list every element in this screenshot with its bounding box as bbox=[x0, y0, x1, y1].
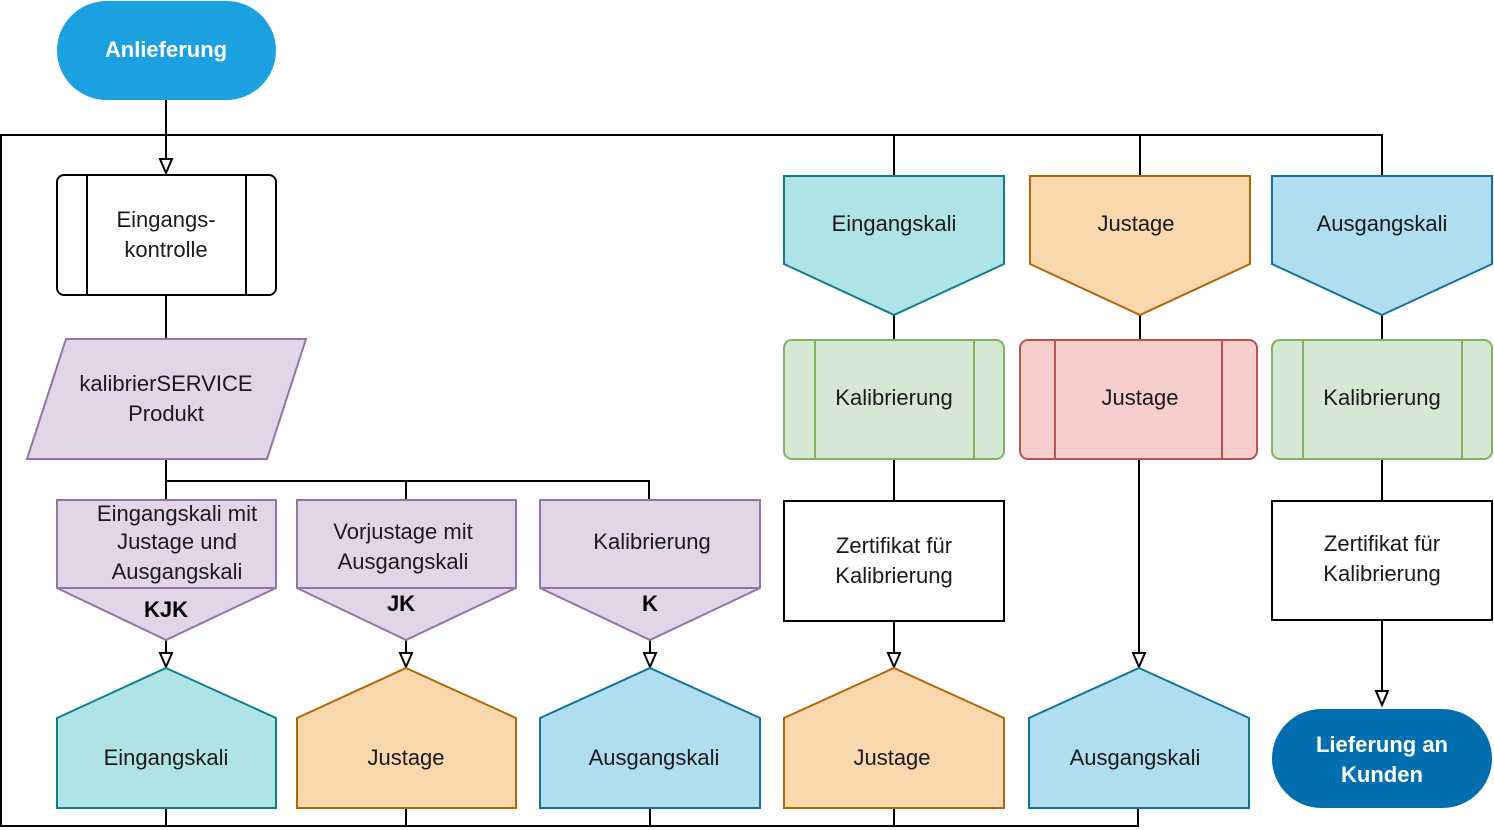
connector-produkt-branch bbox=[165, 459, 650, 500]
justage-process[interactable]: Justage bbox=[1019, 339, 1258, 460]
end-terminator[interactable]: Lieferung an Kunden bbox=[1272, 709, 1492, 808]
produkt-label-line1: kalibrierSERVICE bbox=[79, 371, 252, 396]
zertifikat-1-label-line2: Kalibrierung bbox=[835, 563, 952, 588]
kalibrierung-process-2[interactable]: Kalibrierung bbox=[1271, 339, 1493, 460]
arrowhead bbox=[1131, 652, 1147, 670]
offpage-eingangskali-out-label: Eingangskali bbox=[104, 745, 229, 770]
option-kjk[interactable]: Eingangskali mit Justage und Ausgangskal… bbox=[56, 499, 277, 642]
arrowheads bbox=[158, 158, 1390, 708]
jk-label-line2: Ausgangskali bbox=[338, 549, 469, 574]
arrowhead bbox=[158, 158, 174, 176]
offpage-justage-in[interactable]: Justage bbox=[1029, 175, 1251, 317]
offpage-eingangskali-out[interactable]: Eingangskali bbox=[56, 666, 277, 809]
zertifikat-2-label-line2: Kalibrierung bbox=[1323, 561, 1440, 586]
kjk-label-line3: Ausgangskali bbox=[112, 559, 243, 584]
arrowhead bbox=[886, 652, 902, 670]
zertifikat-box-1[interactable]: Zertifikat für Kalibrierung bbox=[783, 500, 1005, 622]
offpage-justage-in-label: Justage bbox=[1097, 211, 1174, 236]
arrowhead bbox=[642, 652, 658, 670]
offpage-justage-out-2[interactable]: Justage bbox=[783, 666, 1005, 809]
offpage-ausgangskali-out-2[interactable]: Ausgangskali bbox=[1028, 666, 1250, 809]
offpage-ausgangskali-out-2-label: Ausgangskali bbox=[1070, 745, 1201, 770]
eingangskontrolle-process[interactable]: Eingangs- kontrolle bbox=[56, 174, 277, 296]
kjk-label-line1: Eingangskali mit bbox=[97, 501, 257, 526]
option-k[interactable]: Kalibrierung K bbox=[539, 499, 761, 642]
option-jk[interactable]: Vorjustage mit Ausgangskali JK bbox=[296, 499, 517, 642]
justage-process-label: Justage bbox=[1101, 385, 1178, 410]
kjk-code: KJK bbox=[144, 597, 188, 622]
kjk-label-line2: Justage und bbox=[117, 529, 237, 554]
end-label-line2: Kunden bbox=[1341, 762, 1423, 787]
produkt-data-node[interactable]: kalibrierSERVICE Produkt bbox=[25, 338, 308, 460]
zertifikat-1-label-line1: Zertifikat für bbox=[836, 533, 952, 558]
arrowhead bbox=[398, 652, 414, 670]
end-label-line1: Lieferung an bbox=[1316, 732, 1448, 757]
offpage-ausgangskali-out-1[interactable]: Ausgangskali bbox=[539, 666, 761, 809]
zertifikat-2-label-line1: Zertifikat für bbox=[1324, 531, 1440, 556]
start-label: Anlieferung bbox=[105, 37, 227, 62]
kalibrierung-1-label: Kalibrierung bbox=[835, 385, 952, 410]
offpage-ausgangskali-in[interactable]: Ausgangskali bbox=[1271, 175, 1493, 317]
offpage-eingangskali-in-label: Eingangskali bbox=[832, 211, 957, 236]
arrowhead bbox=[1374, 690, 1390, 708]
offpage-justage-out-1-label: Justage bbox=[367, 745, 444, 770]
produkt-label-line2: Produkt bbox=[128, 401, 204, 426]
offpage-eingangskali-in[interactable]: Eingangskali bbox=[783, 175, 1005, 317]
connectors bbox=[0, 100, 1383, 827]
jk-code: JK bbox=[387, 591, 415, 616]
offpage-justage-out-1[interactable]: Justage bbox=[296, 666, 517, 809]
connector-outer-loop bbox=[0, 134, 1383, 827]
jk-label-line1: Vorjustage mit bbox=[333, 519, 472, 544]
k-code: K bbox=[642, 591, 658, 616]
eingangskontrolle-label-line1: Eingangs- bbox=[116, 207, 215, 232]
zertifikat-box-2[interactable]: Zertifikat für Kalibrierung bbox=[1271, 500, 1493, 621]
kalibrierung-2-label: Kalibrierung bbox=[1323, 385, 1440, 410]
offpage-justage-out-2-label: Justage bbox=[853, 745, 930, 770]
offpage-ausgangskali-out-1-label: Ausgangskali bbox=[589, 745, 720, 770]
start-terminator[interactable]: Anlieferung bbox=[57, 1, 276, 100]
offpage-ausgangskali-in-label: Ausgangskali bbox=[1317, 211, 1448, 236]
kalibrierung-process-1[interactable]: Kalibrierung bbox=[783, 339, 1005, 460]
eingangskontrolle-label-line2: kontrolle bbox=[124, 237, 207, 262]
k-label: Kalibrierung bbox=[593, 529, 710, 554]
arrowhead bbox=[158, 652, 174, 670]
